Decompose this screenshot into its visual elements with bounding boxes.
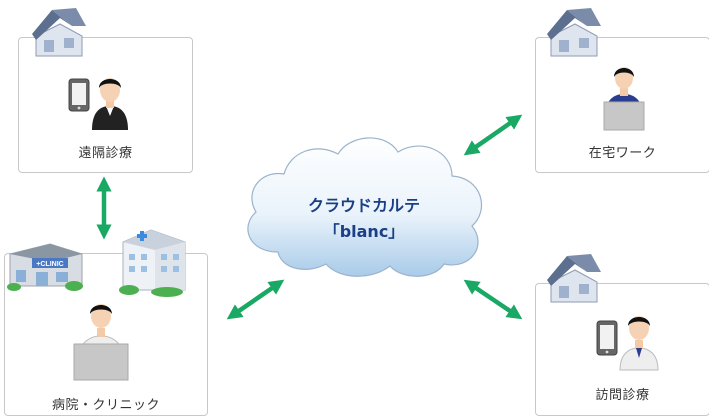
- doctor-icon: [88, 70, 132, 130]
- hospital-building-icon: [115, 220, 195, 297]
- clinic-sign: +CLINIC: [36, 261, 63, 268]
- cloud-icon: [247, 137, 482, 277]
- doctor-icon: [616, 304, 662, 371]
- home-work-label: 在宅ワーク: [588, 146, 657, 161]
- remote-care-box: 遠隔診療: [18, 37, 193, 173]
- house-icon: [30, 6, 88, 60]
- house-icon: [545, 6, 603, 60]
- tablet-icon: [68, 78, 90, 112]
- visit-care-label: 訪問診療: [595, 388, 650, 403]
- visit-care-box: 訪問診療: [535, 283, 709, 416]
- cloud-title: クラウドカルテ: [307, 196, 420, 215]
- cloud: クラウドカルテ 「blanc」: [238, 130, 494, 280]
- clinic-building-icon: +CLINIC: [6, 236, 86, 292]
- laptop-icon: [73, 343, 129, 381]
- hospital-label: 病院・クリニック: [51, 398, 160, 413]
- doctor-icon: [72, 296, 130, 382]
- laptop-icon: [603, 101, 645, 131]
- double-arrow-icon: [463, 114, 523, 156]
- remote-care-label: 遠隔診療: [78, 146, 133, 161]
- double-arrow-icon: [463, 279, 523, 320]
- tablet-icon: [596, 320, 618, 356]
- cloud-name: 「blanc」: [323, 222, 405, 241]
- worker-icon: [600, 62, 648, 132]
- house-icon: [545, 252, 603, 306]
- double-arrow-icon: [226, 279, 285, 320]
